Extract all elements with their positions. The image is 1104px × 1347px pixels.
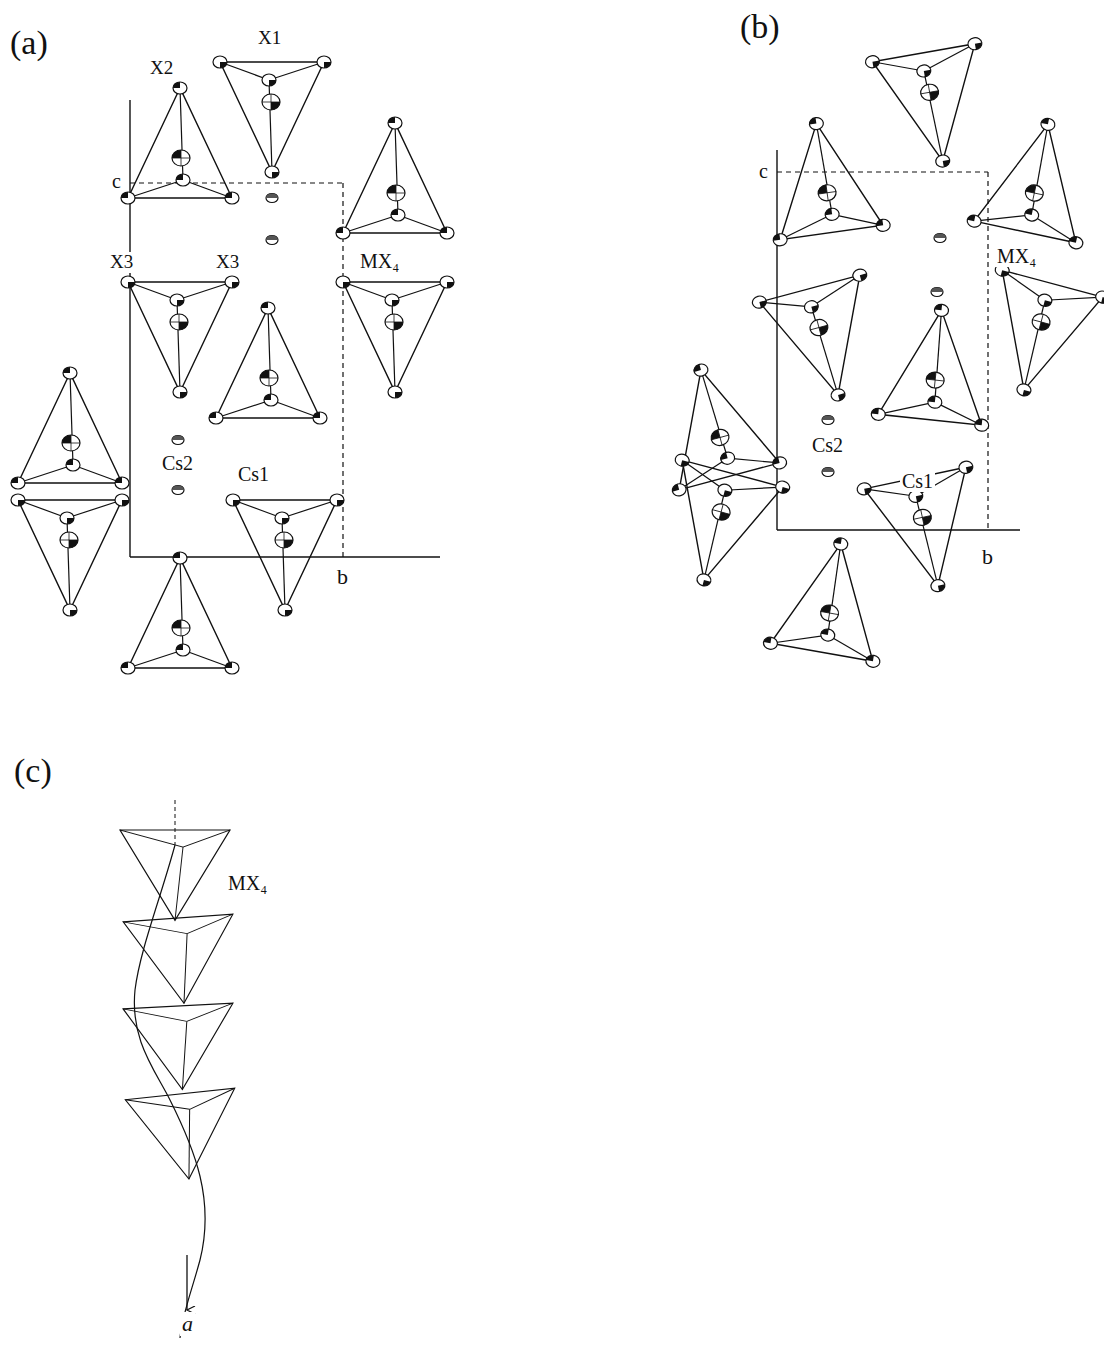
tetrahedron xyxy=(120,830,230,920)
tetrahedron xyxy=(213,56,331,178)
cs-atom xyxy=(931,288,943,297)
tetrahedron xyxy=(966,106,1104,250)
helix-curve xyxy=(134,845,205,1338)
tetrahedron xyxy=(856,460,997,604)
tetrahedron xyxy=(865,37,1002,178)
axis-label: c xyxy=(110,170,123,192)
axis-label: b xyxy=(335,565,350,589)
tetrahedron xyxy=(11,494,129,616)
tetrahedron xyxy=(226,494,344,616)
tetrahedron xyxy=(645,453,791,601)
tetrahedron xyxy=(751,268,897,416)
cs-atom xyxy=(172,436,184,445)
tetrahedron xyxy=(336,117,454,239)
cs-atom xyxy=(266,194,278,203)
tetrahedron xyxy=(336,276,454,398)
cs-atom xyxy=(822,416,834,425)
tetrahedron xyxy=(757,109,891,246)
atom-label: X3 xyxy=(214,252,241,273)
atom-label: X2 xyxy=(148,58,175,79)
atom-label: X1 xyxy=(256,28,283,49)
atom-label: X3 xyxy=(108,252,135,273)
cs-atom xyxy=(822,468,834,477)
tetrahedron xyxy=(121,552,239,674)
polyhedron-label: MX₄ xyxy=(358,250,401,272)
tetrahedra-a xyxy=(11,56,454,674)
tetrahedron xyxy=(209,302,327,424)
panel-label: (a) xyxy=(8,24,50,61)
chain-axis xyxy=(175,800,176,845)
tetrahedron xyxy=(871,298,1001,432)
axis-label: b xyxy=(980,545,995,569)
axis-label: a xyxy=(180,1312,195,1336)
tetrahedra-b xyxy=(642,37,1104,669)
unit-cell-b xyxy=(777,150,1020,530)
panel-label: (b) xyxy=(738,8,782,45)
cell-edge xyxy=(777,171,988,172)
cs-atom xyxy=(266,236,278,245)
cesium-atoms-a xyxy=(172,194,278,495)
tetrahedron xyxy=(125,1088,243,1185)
cs-atom xyxy=(934,234,946,243)
tetrahedron xyxy=(121,82,239,204)
tetrahedron xyxy=(11,367,129,489)
axis-arrow xyxy=(186,1255,187,1310)
atom-label: Cs2 xyxy=(810,434,845,456)
cell-axis xyxy=(129,100,130,557)
cell-axis xyxy=(777,529,1020,530)
polyhedron-label: MX₄ xyxy=(226,872,269,894)
cs-atom xyxy=(172,486,184,495)
tetrahedron xyxy=(965,263,1104,411)
axis-label: c xyxy=(757,160,770,182)
tetrahedron xyxy=(123,1003,237,1092)
cell-axis xyxy=(776,150,777,530)
cell-edge xyxy=(987,172,988,530)
cell-edge xyxy=(130,182,343,183)
tetrahedron xyxy=(642,349,788,497)
atom-label: Cs1 xyxy=(236,463,271,485)
tetrahedron xyxy=(121,276,239,398)
atom-label: Cs1 xyxy=(900,470,935,492)
polyhedron-label: MX₄ xyxy=(995,245,1038,267)
tetrahedron xyxy=(763,528,900,669)
panel-label: (c) xyxy=(12,752,54,789)
atom-label: Cs2 xyxy=(160,452,195,474)
